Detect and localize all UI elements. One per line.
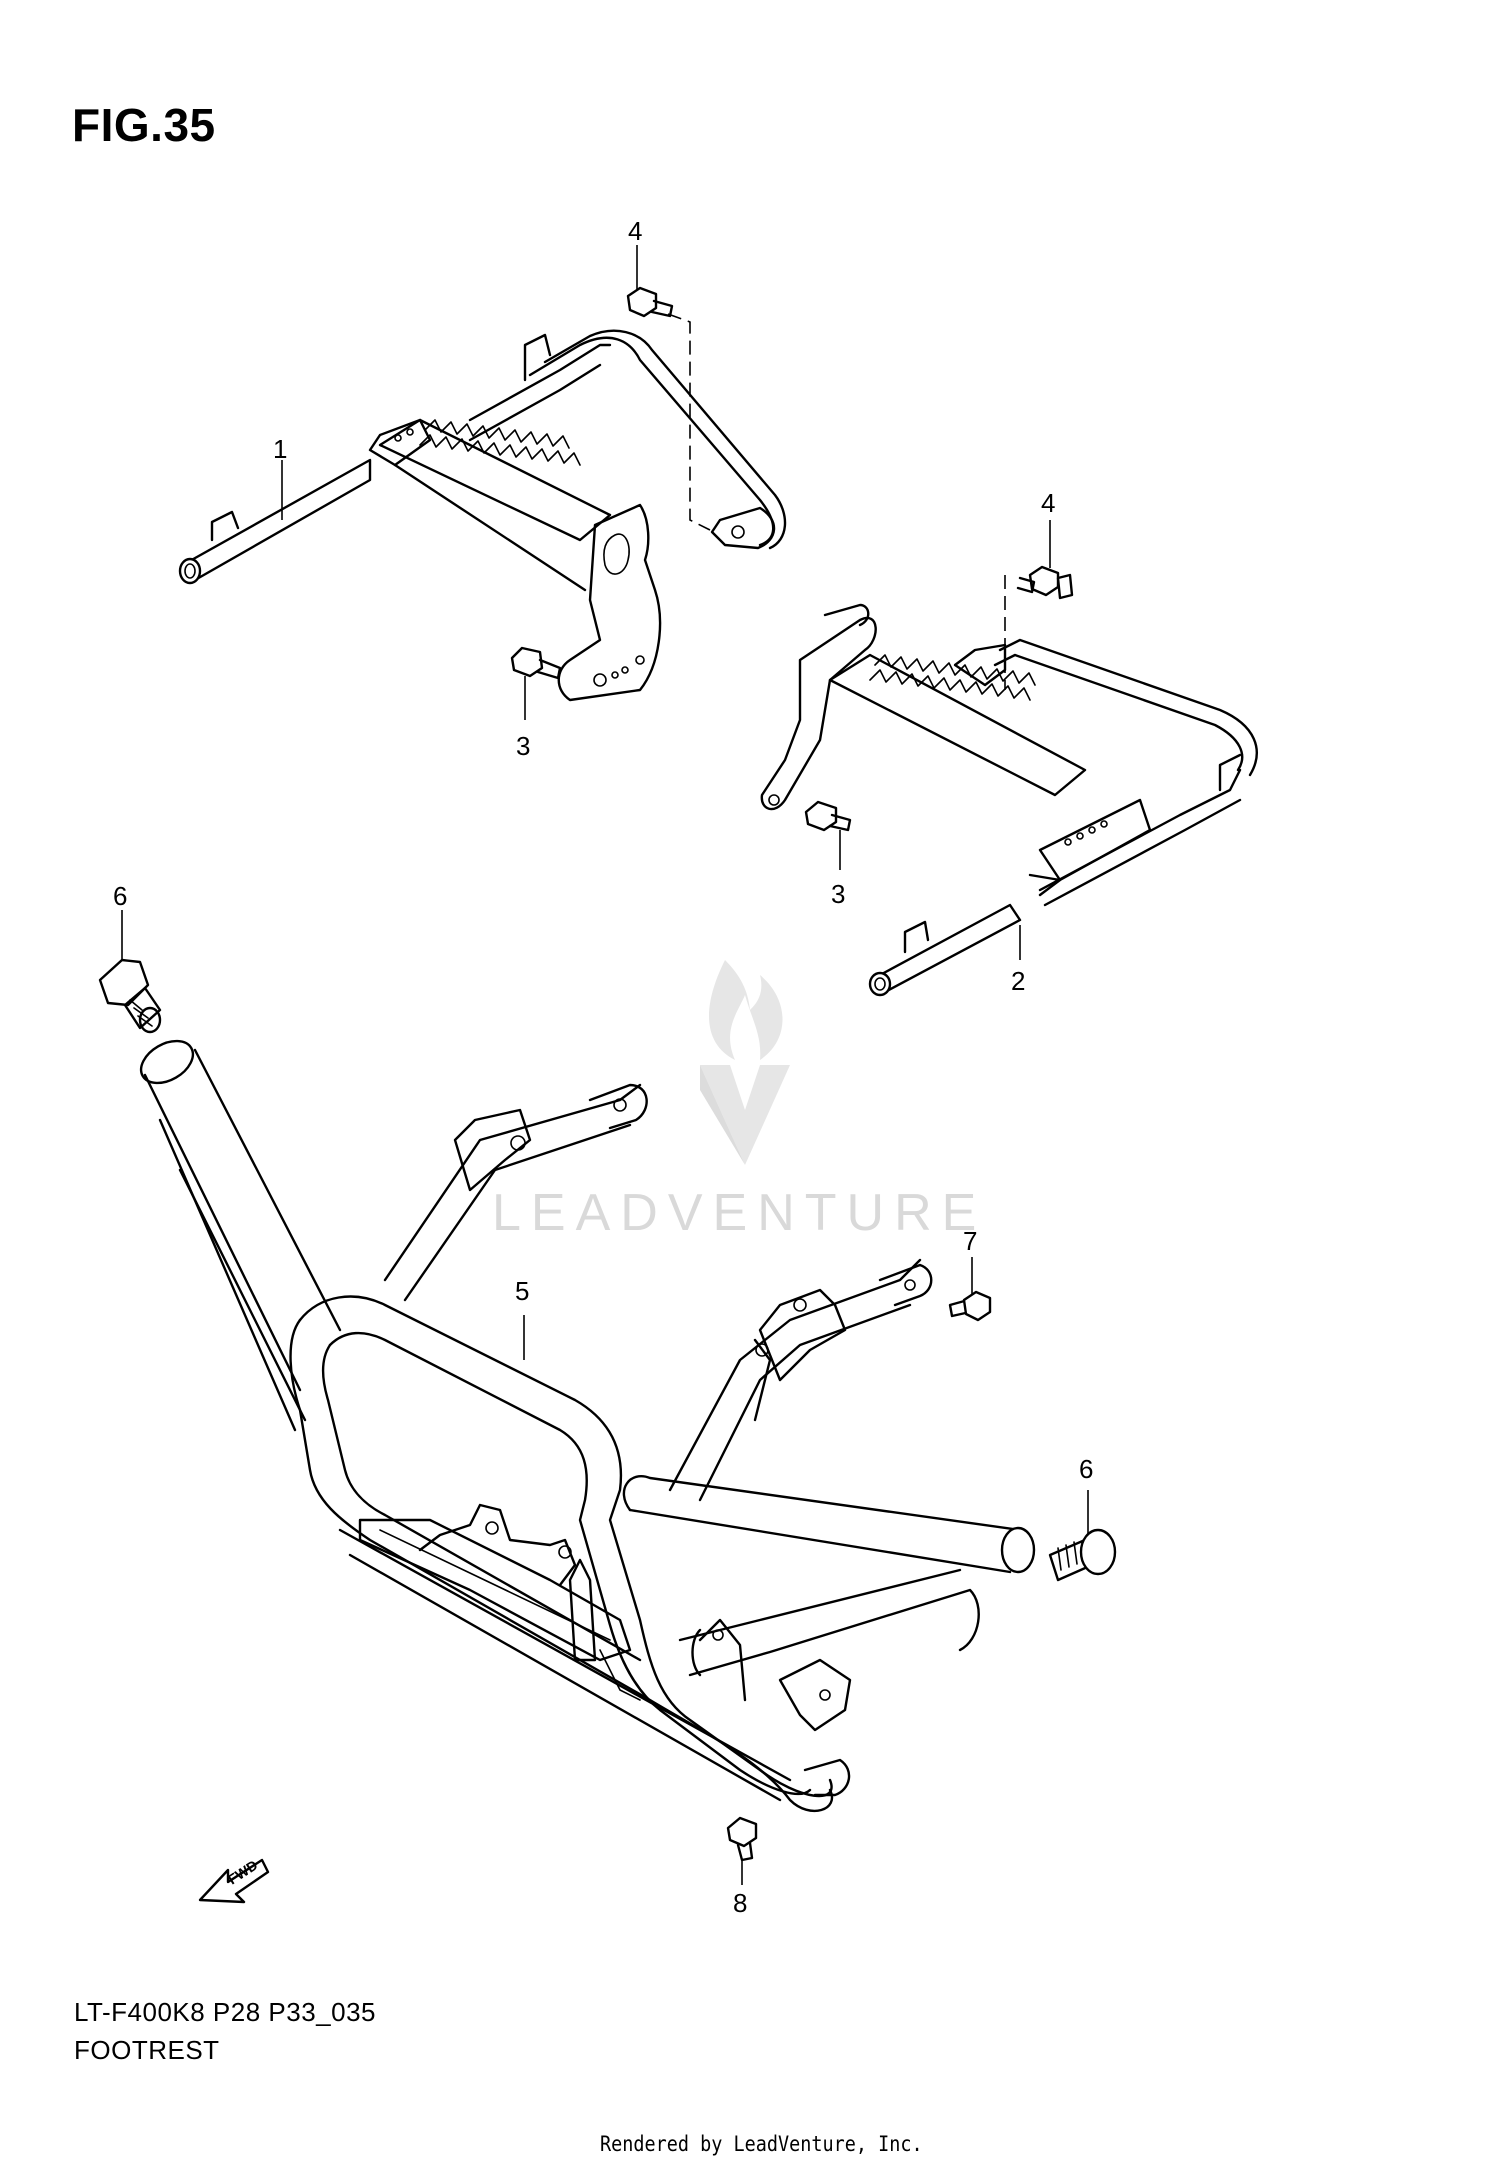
figure-title: FIG.35 — [72, 99, 216, 151]
part-3-bolt-right — [804, 800, 852, 832]
part-7-bolt — [948, 1290, 992, 1322]
part-5-footrest-guard — [139, 1039, 1036, 1813]
part-6-plug-right — [1048, 1528, 1117, 1582]
part-8-bolt — [726, 1816, 758, 1862]
model-code: LT-F400K8 P28 P33_035 — [74, 1997, 377, 2027]
callout-8: 8 — [733, 1888, 747, 1918]
part-6-plug-left — [98, 958, 162, 1034]
callout-6a: 6 — [113, 881, 127, 911]
alignment-line-4-left — [667, 313, 711, 531]
part-3-bolt-left — [510, 646, 562, 680]
part-1-footrest-left — [178, 329, 787, 702]
callout-3b: 3 — [831, 879, 845, 909]
figure-name: FOOTREST — [74, 2035, 220, 2065]
callout-5: 5 — [515, 1276, 529, 1306]
callout-4b: 4 — [1041, 488, 1055, 518]
callout-3a: 3 — [516, 731, 530, 761]
fwd-direction-arrow-icon: FWD — [198, 1857, 270, 1904]
callout-4a: 4 — [628, 216, 642, 246]
callout-6b: 6 — [1079, 1454, 1093, 1484]
leadventure-watermark: LEADVENTURE — [492, 960, 986, 1242]
part-2-footrest-right — [760, 603, 1258, 997]
part-4-bolt-left — [626, 286, 674, 318]
callout-2: 2 — [1011, 966, 1025, 996]
callout-7: 7 — [963, 1226, 977, 1256]
rendered-by-credit: Rendered by LeadVenture, Inc. — [600, 2132, 923, 2156]
watermark-text: LEADVENTURE — [492, 1184, 986, 1242]
part-4-bolt-right — [1016, 565, 1074, 600]
callout-1: 1 — [273, 434, 287, 464]
